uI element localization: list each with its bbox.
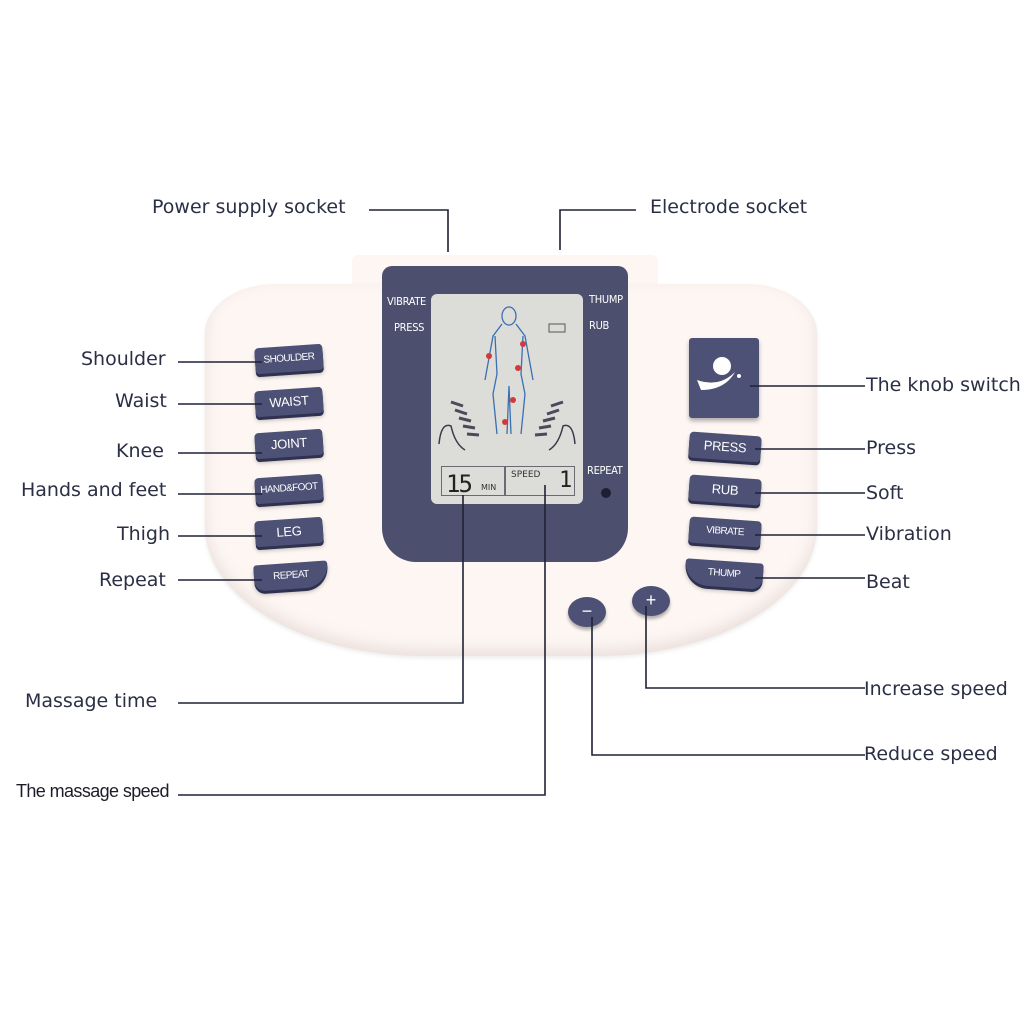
repeat-indicator-led — [601, 488, 611, 498]
frame-label-press: PRESS — [394, 321, 425, 334]
label-increase-speed: Increase speed — [864, 678, 1008, 700]
label-press: Press — [866, 437, 917, 459]
label-knee: Knee — [116, 440, 164, 462]
label-soft: Soft — [866, 482, 904, 504]
label-vibration: Vibration — [866, 523, 952, 545]
lcd-time-value: 15 — [446, 470, 473, 498]
frame-label-vibrate: VIBRATE — [387, 295, 427, 308]
frame-label-thump: THUMP — [589, 293, 623, 306]
lcd-time-unit: MIN — [481, 483, 497, 492]
label-repeat: Repeat — [99, 569, 166, 591]
plus-button[interactable]: + — [632, 586, 670, 616]
label-shoulder: Shoulder — [81, 348, 166, 370]
lcd-speed-box — [505, 466, 575, 496]
lcd-time-box — [441, 466, 505, 496]
lcd-speed-label: SPEED — [511, 470, 541, 480]
label-hands-and-feet: Hands and feet — [21, 479, 167, 501]
label-reduce-speed: Reduce speed — [864, 743, 998, 765]
label-knob-switch: The knob switch — [866, 374, 1021, 396]
label-massage-speed: The massage speed — [16, 781, 170, 801]
minus-button[interactable]: − — [568, 597, 606, 627]
lcd-speed-value: 1 — [559, 468, 573, 493]
knob-switch[interactable] — [689, 338, 759, 418]
lcd-body-figure — [438, 306, 576, 451]
label-waist: Waist — [115, 390, 167, 412]
label-massage-time: Massage time — [25, 690, 158, 712]
frame-label-rub: RUB — [589, 319, 610, 332]
acupoint-markers — [486, 341, 526, 425]
label-thigh: Thigh — [117, 523, 171, 545]
lcd-screen: 15 MIN SPEED 1 — [431, 294, 583, 504]
frame-label-repeat: REPEAT — [587, 464, 623, 477]
knob-icon — [697, 357, 741, 390]
label-power-supply-socket: Power supply socket — [152, 196, 346, 218]
label-beat: Beat — [866, 571, 910, 593]
label-electrode-socket: Electrode socket — [650, 196, 808, 218]
